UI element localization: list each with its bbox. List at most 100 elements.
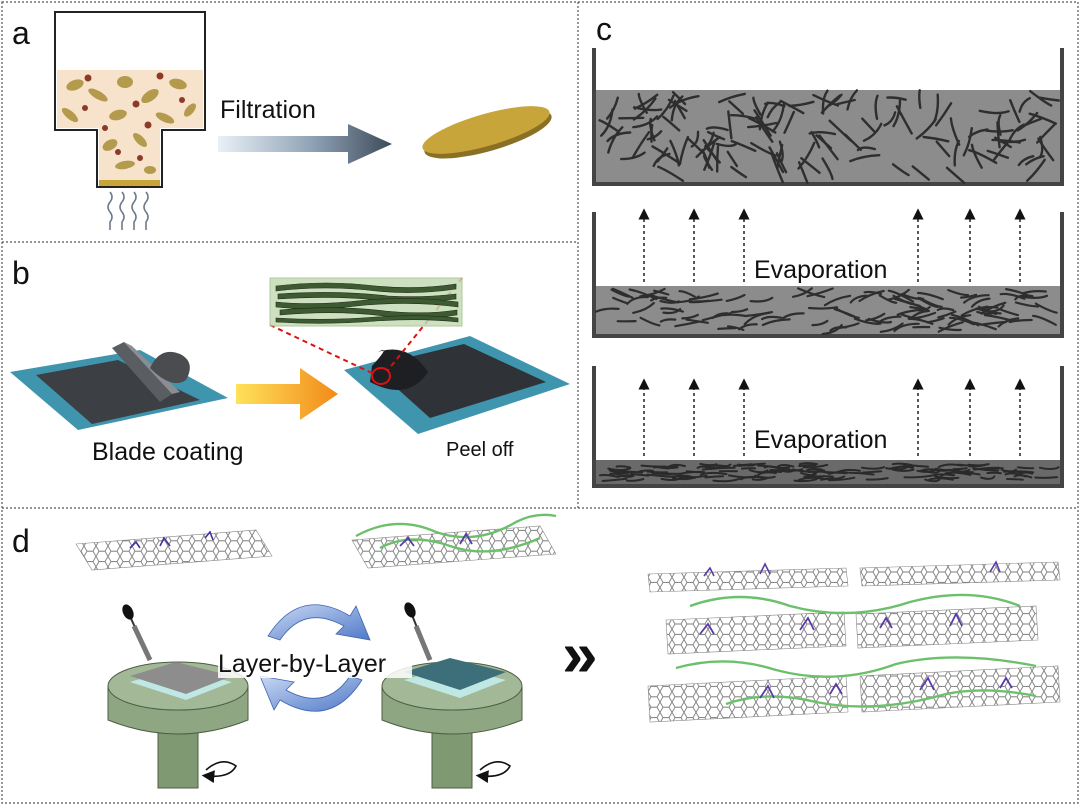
fiber — [959, 293, 978, 299]
graphene-sheet-top-right — [351, 513, 557, 569]
fiber — [914, 305, 931, 312]
fiber — [893, 322, 920, 332]
fiber — [595, 307, 620, 313]
fiber — [1034, 302, 1058, 314]
fiber — [662, 115, 681, 132]
fiber — [1038, 466, 1060, 471]
fiber — [934, 102, 953, 127]
fiber — [688, 299, 710, 304]
fiber — [656, 147, 669, 163]
fiber — [660, 307, 684, 313]
fiber — [715, 142, 737, 148]
fiber — [727, 110, 733, 140]
fiber — [651, 145, 680, 164]
result-layer-3 — [647, 656, 1061, 723]
fiber — [1038, 96, 1060, 102]
fiber — [935, 140, 951, 158]
fiber — [810, 130, 821, 149]
fiber — [798, 463, 817, 467]
film-curl — [370, 349, 428, 390]
fiber — [887, 289, 915, 303]
fiber — [1028, 112, 1057, 125]
fiber — [893, 297, 921, 307]
fiber — [982, 306, 999, 311]
trough-top — [592, 48, 1064, 186]
fiber — [620, 151, 646, 161]
fiber — [656, 94, 675, 121]
zoom-circle — [371, 367, 391, 385]
fiber — [775, 152, 788, 174]
peel-off-label: Peel off — [446, 439, 514, 461]
fiber — [706, 130, 726, 141]
fiber — [1018, 471, 1034, 476]
suspension-fill — [57, 70, 203, 180]
fiber — [846, 89, 859, 111]
fiber — [1029, 90, 1053, 107]
fiber — [895, 105, 913, 135]
spin-coater-left — [107, 661, 249, 789]
fiber — [1039, 135, 1044, 158]
panel-b: b Blade coating Peel off — [10, 255, 570, 466]
blade-coater — [112, 342, 190, 402]
fiber — [797, 141, 816, 170]
fiber — [915, 118, 937, 140]
fiber — [768, 146, 785, 174]
fiber — [837, 322, 860, 330]
fiber — [763, 465, 781, 470]
fiber — [671, 90, 687, 106]
fiber — [1013, 474, 1033, 479]
fiber — [707, 464, 730, 468]
fiber — [639, 316, 661, 327]
trough-bottom: Evaporation — [592, 366, 1064, 488]
fiber — [926, 317, 945, 324]
fiber — [999, 308, 1019, 317]
fiber — [726, 150, 739, 168]
fiber — [1037, 137, 1055, 162]
fiber — [704, 475, 725, 479]
fiber — [632, 106, 663, 112]
panel-a: a — [12, 11, 552, 230]
fiber — [793, 478, 818, 483]
panel-c-letter: c — [596, 11, 612, 47]
fiber — [673, 99, 686, 120]
fiber — [681, 313, 699, 320]
fiber — [705, 126, 729, 132]
random-fibers — [598, 89, 1060, 185]
fiber — [952, 467, 968, 471]
fiber — [678, 474, 696, 479]
fiber — [1022, 290, 1047, 295]
panel-d: d — [12, 513, 1061, 789]
fiber — [875, 315, 902, 325]
fiber — [900, 313, 922, 320]
fiber — [933, 475, 960, 480]
fiber — [1032, 314, 1057, 326]
fiber — [1018, 294, 1049, 299]
fiber — [807, 306, 839, 310]
fiber — [874, 94, 879, 120]
fiber — [835, 98, 856, 106]
fiber — [991, 138, 1021, 144]
fiber — [797, 287, 826, 299]
fiber — [670, 95, 684, 122]
blade-coating-label: Blade coating — [92, 438, 244, 466]
flakes — [61, 76, 196, 174]
fiber — [972, 467, 1000, 472]
fiber — [800, 471, 817, 477]
fiber — [797, 476, 822, 481]
fiber — [769, 468, 791, 472]
fiber — [937, 463, 964, 469]
fiber — [976, 310, 996, 315]
particles — [82, 72, 185, 161]
evaporation-arrows-bottom — [638, 378, 1026, 456]
fiber — [862, 122, 883, 142]
fiber — [730, 165, 748, 179]
fiber — [783, 110, 795, 134]
fiber — [980, 475, 996, 480]
fiber — [754, 474, 776, 479]
fiber — [659, 318, 677, 323]
evaporation-arrows-middle — [638, 208, 1026, 282]
fiber — [918, 89, 922, 109]
fiber — [856, 146, 877, 152]
fiber — [828, 476, 856, 482]
